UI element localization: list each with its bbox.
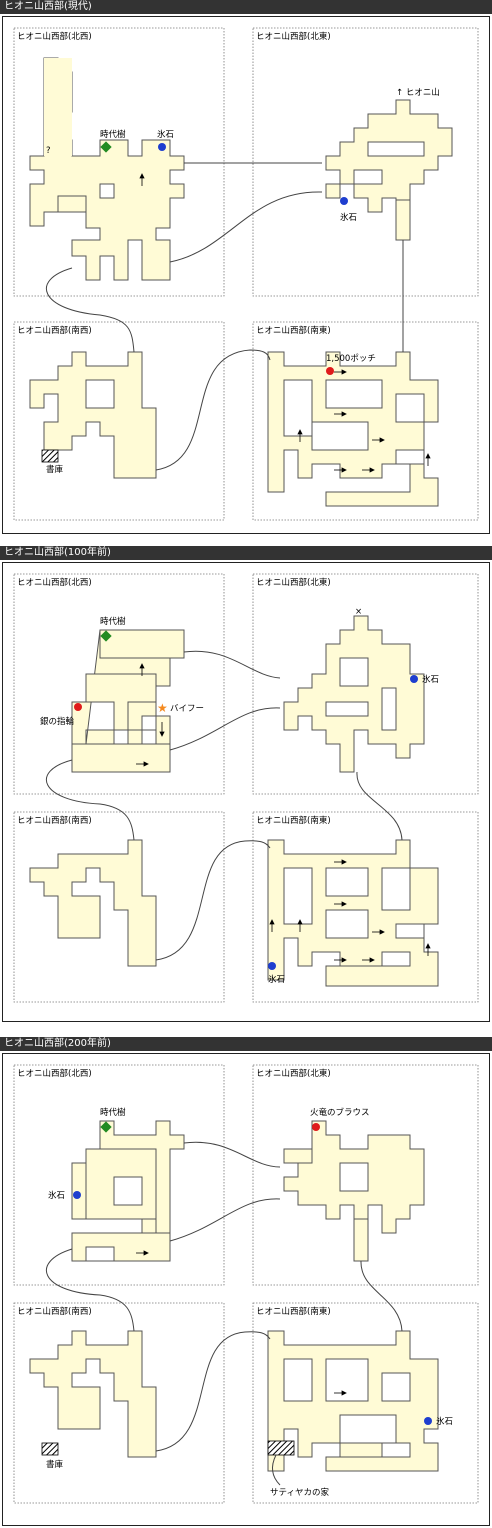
label-ice-stone: 氷石 xyxy=(340,212,357,223)
connector xyxy=(356,771,403,841)
room-box-se xyxy=(252,811,479,1003)
ice-stone-icon xyxy=(73,1191,81,1199)
connector xyxy=(155,840,271,961)
map-present: ヒオニ山西部(北西) ヒオニ山西部(北東) ヒオニ山西部(南西) ヒオニ山西部(… xyxy=(13,27,479,521)
room-box-ne xyxy=(252,573,479,795)
room-box-nw xyxy=(13,573,225,795)
label-dragon: 火竜のブラウス xyxy=(310,1107,370,1118)
connector xyxy=(183,650,281,679)
room-label-sw: ヒオニ山西部(南西) xyxy=(17,325,92,336)
floor-sw xyxy=(29,839,157,967)
label-house: サティヤカの家 xyxy=(270,1487,329,1498)
room-label-sw: ヒオニ山西部(南西) xyxy=(17,1306,92,1317)
arrow-icons xyxy=(139,173,431,473)
room-label-ne: ヒオニ山西部(北東) xyxy=(256,1068,331,1079)
label-ice-stone: 氷石 xyxy=(48,1190,65,1201)
connector xyxy=(155,1331,271,1452)
room-label-ne: ヒオニ山西部(北東) xyxy=(256,31,331,42)
label-time-tree: 時代樹 xyxy=(100,1107,126,1118)
label-cross: × xyxy=(355,607,362,617)
label-time-tree: 時代樹 xyxy=(100,616,126,627)
era-title-200: ヒオニ山西部(200年前) xyxy=(0,1037,492,1051)
label-ice-stone: 氷石 xyxy=(157,129,174,140)
room-box-nw xyxy=(13,1064,225,1286)
connector xyxy=(169,191,323,263)
label-money: 1,500ポッチ xyxy=(326,354,376,364)
stairs-icon xyxy=(267,1440,295,1456)
ice-stone-icon xyxy=(158,143,166,151)
label-unknown: ? xyxy=(46,146,51,156)
treasure-icon xyxy=(326,367,334,375)
arrow-icons xyxy=(136,663,431,963)
room-box-ne xyxy=(252,27,479,297)
floor-sw xyxy=(29,1330,157,1458)
connector xyxy=(272,1454,281,1486)
label-bookshelf: 書庫 xyxy=(46,1459,64,1470)
star-icon: ★ xyxy=(157,701,168,715)
era-title-100: ヒオニ山西部(100年前) xyxy=(0,546,492,560)
arrow-icons xyxy=(136,1250,347,1396)
connector xyxy=(169,707,281,751)
era-frame-200 xyxy=(2,1053,490,1526)
room-label-se: ヒオニ山西部(南東) xyxy=(256,325,331,336)
room-box-se xyxy=(252,321,479,521)
room-box-sw xyxy=(13,811,225,1003)
connector xyxy=(183,1141,281,1168)
ice-stone-icon xyxy=(268,962,276,970)
connector xyxy=(45,1248,135,1332)
room-box-sw xyxy=(13,1302,225,1504)
map-100-years-ago: ヒオニ山西部(北西) ヒオニ山西部(北東) ヒオニ山西部(南西) ヒオニ山西部(… xyxy=(13,573,479,1003)
time-tree-icon xyxy=(100,1121,112,1133)
treasure-icon xyxy=(74,703,82,711)
connector xyxy=(360,1260,403,1332)
stairs-icon xyxy=(41,1442,59,1456)
room-label-nw: ヒオニ山西部(北西) xyxy=(17,577,92,588)
floor-ne xyxy=(325,99,453,241)
room-label-se: ヒオニ山西部(南東) xyxy=(256,1306,331,1317)
room-box-sw xyxy=(13,321,225,521)
label-ice-stone: 氷石 xyxy=(268,974,285,985)
era-title-present: ヒオニ山西部(現代) xyxy=(0,0,492,14)
label-ice-stone: 氷石 xyxy=(422,674,439,685)
room-box-se xyxy=(252,1302,479,1504)
label-npc: バイフー xyxy=(170,704,204,714)
ice-stone-icon xyxy=(424,1417,432,1425)
room-label-ne: ヒオニ山西部(北東) xyxy=(256,577,331,588)
label-time-tree: 時代樹 xyxy=(100,129,126,140)
label-exit: ↑ ヒオニ山 xyxy=(396,87,440,98)
connector xyxy=(169,1198,281,1242)
room-label-sw: ヒオニ山西部(南西) xyxy=(17,815,92,826)
floor-sw xyxy=(29,351,157,479)
stairs-icon xyxy=(41,449,59,463)
ice-stone-icon xyxy=(340,197,348,205)
floor-ne xyxy=(283,615,425,773)
connector xyxy=(155,349,271,471)
room-label-nw: ヒオニ山西部(北西) xyxy=(17,31,92,42)
connector xyxy=(45,267,135,353)
ice-stone-icon xyxy=(410,675,418,683)
treasure-icon xyxy=(312,1123,320,1131)
label-bookshelf: 書庫 xyxy=(46,464,64,475)
room-box-nw xyxy=(13,27,225,297)
room-label-se: ヒオニ山西部(南東) xyxy=(256,815,331,826)
map-200-years-ago: ヒオニ山西部(北西) ヒオニ山西部(北東) ヒオニ山西部(南西) ヒオニ山西部(… xyxy=(13,1064,479,1504)
label-ring: 銀の指輪 xyxy=(40,716,75,727)
room-box-ne xyxy=(252,1064,479,1286)
room-label-nw: ヒオニ山西部(北西) xyxy=(17,1068,92,1079)
label-ice-stone: 氷石 xyxy=(436,1416,453,1427)
connector xyxy=(45,759,135,841)
